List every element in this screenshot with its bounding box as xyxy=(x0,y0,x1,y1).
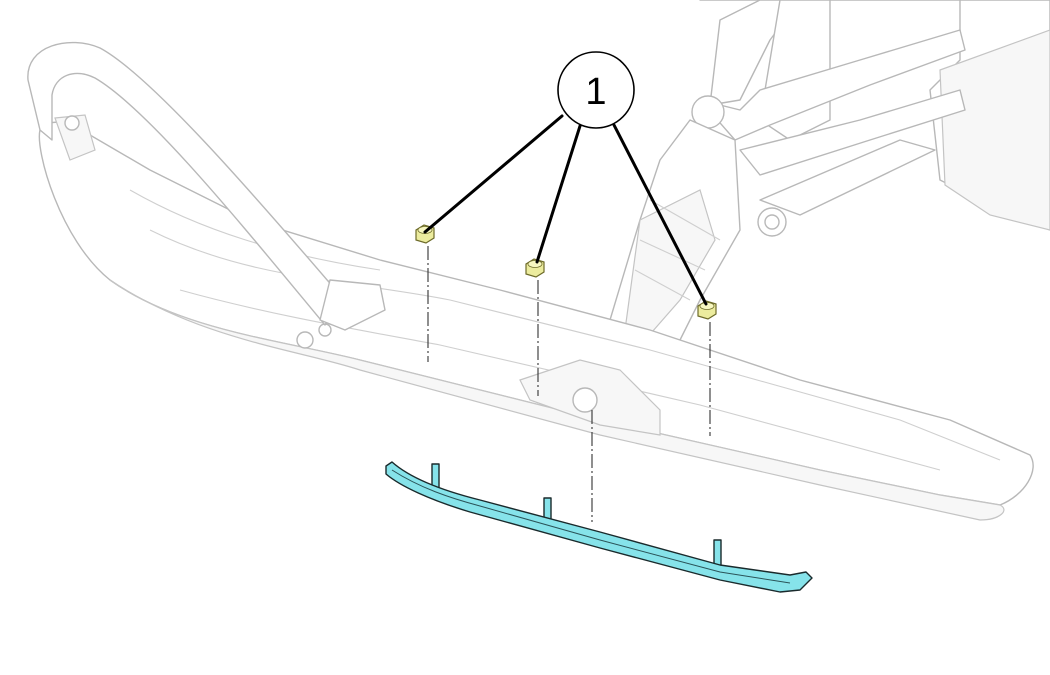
callout-label: 1 xyxy=(585,71,606,113)
nut-icon xyxy=(525,258,545,278)
suspension-assembly xyxy=(609,0,1050,381)
alignment-lines xyxy=(427,246,711,522)
ski xyxy=(38,121,1034,521)
ski-loop-handle xyxy=(27,41,386,331)
nuts xyxy=(415,224,717,320)
callout-1: 1 xyxy=(423,51,708,306)
ski-runner xyxy=(385,461,813,593)
